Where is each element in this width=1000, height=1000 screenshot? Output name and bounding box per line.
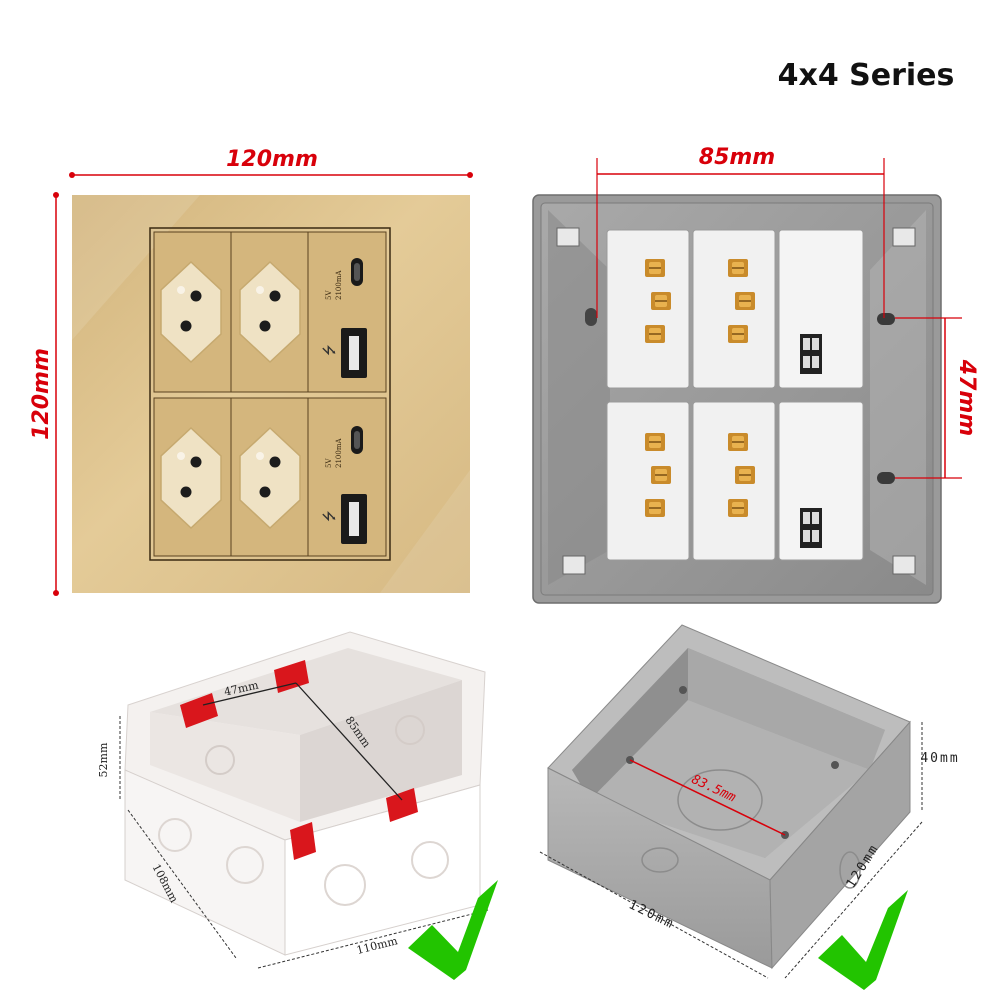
front-panel-group: 120mm 120mm 5V 2100mA <box>29 147 473 596</box>
back-horizontal-dimension: 85mm <box>596 145 885 318</box>
series-title: 4x4 Series <box>778 58 955 93</box>
rear-socket-module <box>692 401 776 561</box>
mounting-tab <box>180 693 218 728</box>
rear-usb-module <box>778 401 864 561</box>
metal-junction-box-group: 83.5mm 40mm 120mm 120mm <box>539 624 959 979</box>
back-horizontal-label: 85mm <box>699 145 775 170</box>
check-icon <box>818 890 908 990</box>
back-vertical-label: 47mm <box>954 359 979 436</box>
front-width-dimension: 120mm <box>69 147 473 178</box>
front-width-label: 120mm <box>226 147 318 172</box>
check-icon <box>408 880 498 980</box>
back-panel-group: 85mm 47mm <box>532 145 979 604</box>
mounting-tab <box>274 660 309 693</box>
rear-socket-module <box>606 229 690 389</box>
front-height-dimension: 120mm <box>29 192 59 596</box>
mounting-tab <box>386 788 418 822</box>
white-box-front-label: 110mm <box>355 934 399 957</box>
usb-symbol-icon: ⭍ <box>321 344 337 356</box>
rear-socket-module <box>606 401 690 561</box>
socket-frame <box>149 227 391 561</box>
usb-spec-text: 2100mA <box>335 270 343 300</box>
metal-box-depth-label: 40mm <box>920 751 959 766</box>
usb-spec-text: 5V <box>325 458 333 468</box>
white-junction-box-group: 47mm 85mm 52mm 108mm 110mm <box>97 631 489 969</box>
usb-module: 5V 2100mA ⭍ <box>321 258 367 378</box>
white-box-depth-label: 52mm <box>97 742 110 777</box>
rear-socket-module <box>692 229 776 389</box>
usb-spec-text: 5V <box>325 290 333 300</box>
usb-symbol-icon: ⭍ <box>321 510 337 522</box>
front-height-label: 120mm <box>29 348 54 440</box>
usb-spec-text: 2100mA <box>335 438 343 468</box>
usb-module: 5V 2100mA ⭍ <box>321 426 367 544</box>
rear-usb-module <box>778 229 864 389</box>
back-vertical-dimension: 47mm <box>895 317 979 479</box>
mounting-tab <box>290 822 316 860</box>
